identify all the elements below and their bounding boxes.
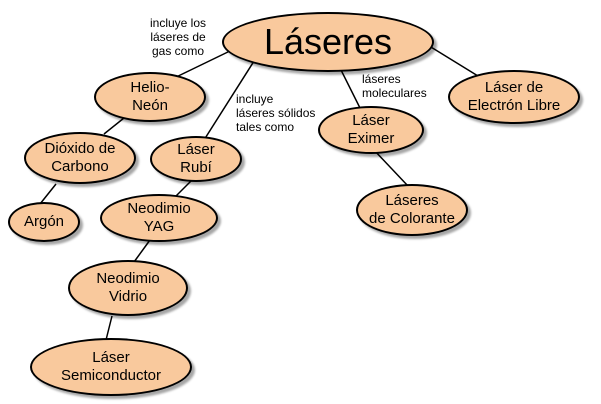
node-laseres-de-colorante: Láseres de Colorante [356, 184, 468, 236]
node-helio-neon: Helio- Neón [94, 72, 206, 122]
node-laser-eximer-label: Láser Eximer [347, 112, 395, 147]
node-laser-semiconductor-label: Láser Semiconductor [60, 349, 162, 384]
edge-yag-vidrio [133, 239, 151, 263]
edge-vidrio-semiconductor [105, 315, 113, 341]
node-laser-semiconductor: Láser Semiconductor [30, 338, 192, 396]
node-laseres: Láseres [222, 12, 434, 72]
node-argon: Argón [8, 202, 80, 242]
node-dioxido-de-carbono: Dióxido de Carbono [24, 132, 136, 184]
node-laser-electron-libre-label: Láser de Electrón Libre [467, 79, 561, 114]
edge-dioxido-argon [39, 183, 57, 205]
node-helio-neon-label: Helio- Neón [130, 79, 170, 114]
node-argon-label: Argón [23, 213, 65, 230]
edge-root-laser-rubi [203, 57, 257, 141]
link-label-gas: incluye los láseres de gas como [149, 16, 207, 58]
edge-rubi-yag [175, 179, 193, 197]
edge-root-electron-libre [425, 43, 479, 77]
node-laser-rubi: Láser Rubí [150, 136, 242, 182]
edge-helio-neon-dioxido [103, 117, 125, 135]
node-neodimio-yag-label: Neodimio YAG [127, 200, 191, 235]
link-label-moleculares: láseres moleculares [362, 72, 427, 100]
node-neodimio-vidrio-label: Neodimio Vidrio [96, 270, 160, 305]
edge-eximer-colorante [373, 149, 409, 187]
node-laseres-label: Láseres [263, 21, 393, 62]
node-laser-electron-libre: Láser de Electrón Libre [448, 70, 580, 124]
node-laser-rubi-label: Láser Rubí [177, 141, 215, 176]
node-dioxido-label: Dióxido de Carbono [44, 140, 116, 175]
node-neodimio-vidrio: Neodimio Vidrio [68, 260, 188, 316]
link-label-solidos: incluye láseres sólidos tales como [236, 92, 316, 134]
node-laseres-colorante-label: Láseres de Colorante [369, 192, 455, 227]
node-laser-eximer: Láser Eximer [318, 106, 424, 154]
node-neodimio-yag: Neodimio YAG [100, 194, 218, 242]
